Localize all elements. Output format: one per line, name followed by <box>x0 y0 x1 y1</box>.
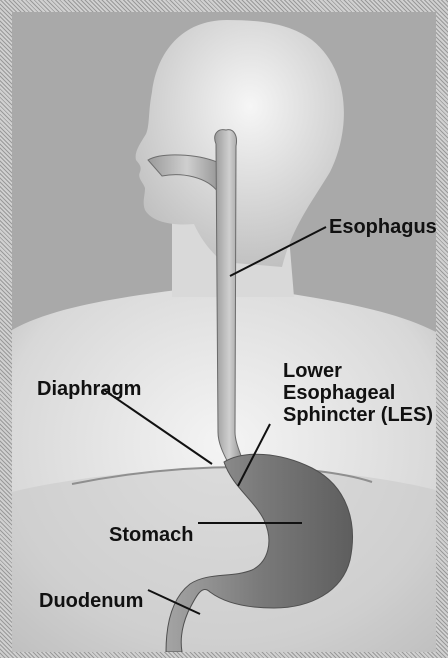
anatomy-panel: Esophagus Diaphragm Lower Esophageal Sph… <box>12 12 436 652</box>
esophagus-label: Esophagus <box>329 216 436 238</box>
duodenum-label: Duodenum <box>39 590 143 612</box>
diaphragm-label: Diaphragm <box>37 378 141 400</box>
head-silhouette <box>136 20 344 267</box>
diaphragm-shape <box>12 468 436 652</box>
stomach-label: Stomach <box>109 524 193 546</box>
anatomy-illustration <box>12 12 436 652</box>
les-label: Lower Esophageal Sphincter (LES) <box>283 360 433 426</box>
les-label-line-2: Esophageal <box>283 382 433 404</box>
les-label-line-1: Lower <box>283 360 433 382</box>
les-label-line-3: Sphincter (LES) <box>283 404 433 426</box>
